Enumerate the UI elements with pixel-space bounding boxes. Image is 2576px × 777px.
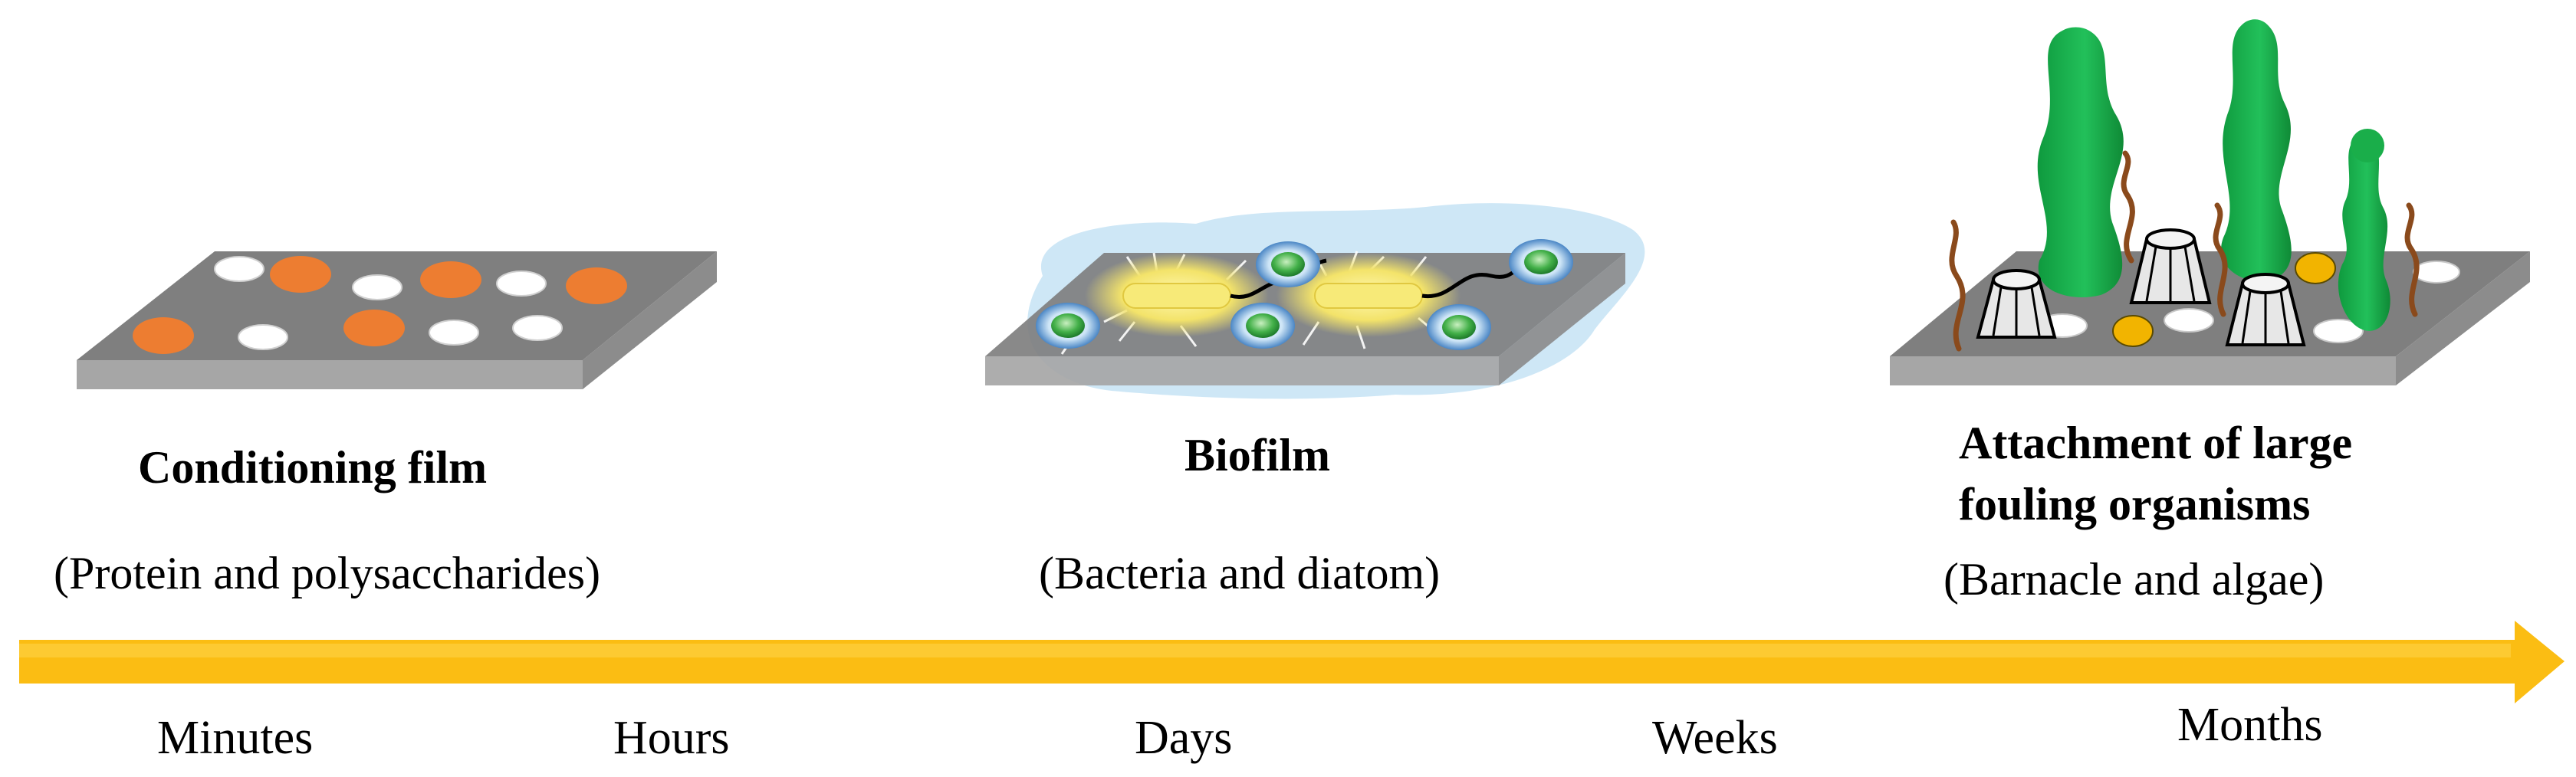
bacterium: [1122, 283, 1231, 309]
barnacle: [2225, 273, 2306, 346]
protein-dot: [270, 256, 331, 293]
arrow-body: [19, 621, 2564, 703]
barnacle: [1976, 269, 2057, 339]
yellow-dot: [2295, 252, 2336, 284]
algae-bulb: [2351, 129, 2384, 162]
barnacle: [2129, 228, 2212, 304]
barnacles: [1976, 228, 2306, 346]
algae-frond: [2221, 19, 2292, 282]
plate-side: [1499, 253, 1625, 385]
macrofouling-plate: [1890, 19, 2530, 385]
diatom-cell: [1036, 303, 1100, 349]
protein-dots: [133, 256, 627, 354]
stage-1-title: Conditioning film: [138, 442, 488, 493]
diatom-cell: [1509, 239, 1573, 285]
white-dot: [2164, 308, 2214, 333]
algae: [2037, 19, 2390, 331]
algae-frond: [2338, 133, 2390, 331]
arrow-highlight: [19, 644, 2511, 657]
white-dot: [2413, 261, 2460, 284]
polysaccharide-dot: [238, 324, 288, 350]
polysaccharide-dot: [352, 274, 402, 300]
bacteria: [1085, 253, 1460, 337]
stage-2-description: (Bacteria and diatom): [1039, 548, 1441, 598]
polysaccharide-dot: [512, 315, 563, 341]
diatom-cell: [1230, 303, 1295, 349]
stage-3-title-line1: Attachment of large: [1959, 418, 2353, 468]
plate-front: [985, 356, 1499, 385]
stage-3-description: (Barnacle and algae): [1944, 554, 2325, 605]
tick-minutes: Minutes: [157, 712, 314, 764]
polysaccharide-dot: [214, 256, 264, 282]
biofilm-plate: [985, 203, 1645, 399]
protein-dot: [566, 267, 627, 304]
plate-front: [1890, 356, 2396, 385]
stage-1-description: (Protein and polysaccharides): [54, 548, 601, 598]
tick-hours: Hours: [613, 712, 730, 764]
diatoms: [1036, 239, 1573, 350]
protein-dot: [420, 261, 481, 298]
bacterium: [1314, 283, 1423, 309]
diatom-cell: [1427, 304, 1491, 350]
polysaccharide-dot: [496, 270, 547, 297]
protein-dot: [133, 317, 194, 354]
polysaccharide-dot: [429, 320, 479, 346]
timeline-arrow: [19, 621, 2564, 703]
plate-front: [77, 360, 583, 389]
plate-side: [2396, 251, 2530, 385]
tick-days: Days: [1135, 712, 1233, 764]
stage-3-title-line2: fouling organisms: [1959, 479, 2311, 529]
yellow-dot: [2112, 315, 2154, 347]
conditioning-film-plate: [77, 251, 717, 389]
tick-weeks: Weeks: [1652, 712, 1778, 764]
brown-stalks: [1949, 150, 2420, 352]
plate-side: [583, 251, 717, 389]
polysaccharide-dots: [214, 256, 563, 350]
algae-frond: [2037, 27, 2124, 297]
tick-months: Months: [2177, 699, 2323, 751]
white-dot: [2313, 319, 2364, 343]
protein-dot: [343, 310, 405, 346]
diatom-cell: [1256, 241, 1320, 287]
stage-2-title: Biofilm: [1184, 430, 1330, 480]
